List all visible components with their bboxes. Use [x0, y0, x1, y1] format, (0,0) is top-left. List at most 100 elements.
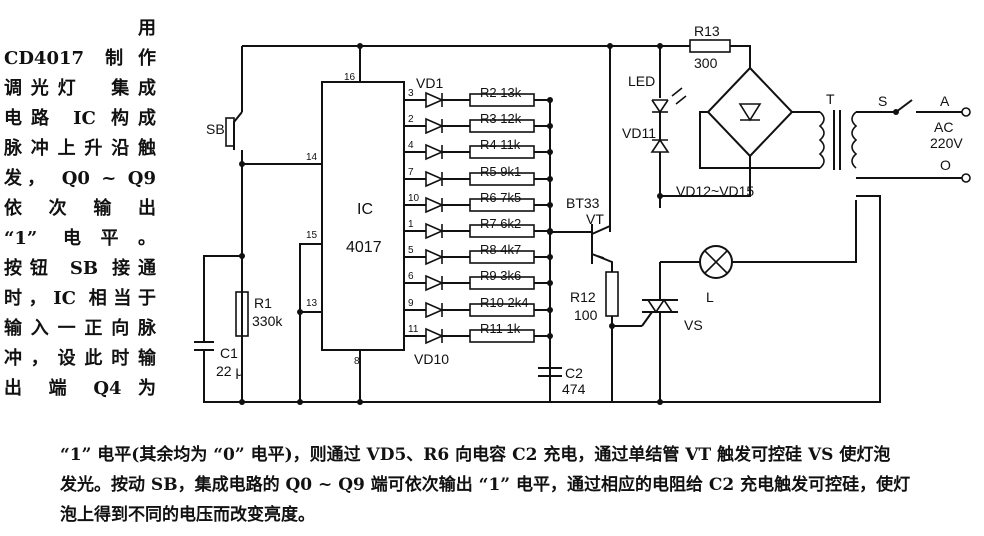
side-line: 冲，设此时输	[4, 348, 156, 369]
ac-type-label: AC	[934, 119, 953, 135]
bridge-rectifier-icon	[706, 66, 794, 158]
ic-pin15-label: 15	[306, 230, 318, 241]
ic-pin14-label: 14	[306, 152, 318, 163]
vd11-zener-icon	[650, 138, 670, 153]
junction-dot	[357, 43, 363, 49]
junction-dot	[239, 253, 245, 259]
c2-capacitor	[538, 367, 562, 377]
ic-body	[321, 81, 405, 351]
c2-value: 474	[562, 381, 586, 397]
diode-icon	[425, 170, 444, 188]
terminal-a-icon	[961, 107, 971, 117]
diode-icon	[425, 222, 444, 240]
diode-icon	[425, 274, 444, 292]
r1-value: 330k	[252, 313, 283, 329]
terminal-o-icon	[961, 173, 971, 183]
ic-pin16-label: 16	[344, 72, 356, 83]
sb-button-icon	[225, 117, 235, 147]
terminal-o-label: O	[940, 157, 951, 173]
side-description: 用 CD4017 制作 调光灯 集成 电路 IC 构成 脉冲上升沿触 发， Q0…	[4, 14, 156, 404]
side-line: 发， Q0 ~ Q9	[4, 168, 156, 189]
diode-icon	[425, 327, 444, 345]
ic-name: IC	[357, 201, 373, 218]
output-pin-label: 10	[408, 193, 420, 204]
r12-value: 100	[574, 307, 598, 323]
lamp-wire	[732, 200, 857, 263]
bottom-line: 泡上得到不同的电压而改变亮度。	[60, 505, 315, 525]
bridge-label: VD12~VD15	[676, 183, 754, 199]
switch-s-icon	[895, 99, 913, 113]
led-label: LED	[628, 73, 655, 89]
ic-pin8-label: 8	[354, 356, 360, 367]
output-pin-label: 11	[408, 324, 419, 335]
transformer-core	[833, 110, 841, 170]
side-line: 时，IC 相当于	[4, 288, 156, 309]
resistor-label: R8 4k7	[480, 242, 521, 257]
side-line: “1” 电平。	[4, 228, 156, 249]
output-pin-label: 4	[408, 140, 414, 151]
side-line: 用	[138, 18, 156, 39]
c1-label: C1	[220, 345, 238, 361]
vd1-label: VD1	[416, 75, 443, 91]
junction-dot	[357, 399, 363, 405]
pin15-wire	[299, 243, 322, 402]
top-rail-wire	[242, 45, 361, 82]
diode-icon	[425, 301, 444, 319]
output-pin-label: 1	[408, 219, 414, 230]
r13-wire	[730, 45, 751, 68]
led-icon	[651, 99, 669, 114]
junction-dot	[893, 109, 899, 115]
output-pin-label: 6	[408, 271, 414, 282]
output-pin-label: 2	[408, 114, 414, 125]
c1-capacitor	[194, 341, 214, 351]
c1-value: 22 μ	[216, 363, 244, 379]
c1-wire	[203, 255, 242, 342]
side-line: 脉冲上升沿触	[4, 138, 156, 159]
diode-icon	[425, 117, 444, 135]
ic-part: 4017	[346, 239, 382, 256]
c2-label: C2	[565, 365, 583, 381]
vd10-label: VD10	[414, 351, 449, 367]
terminal-a-label: A	[940, 93, 950, 109]
vt-part: BT33	[566, 195, 600, 211]
r13-label: R13	[694, 23, 720, 39]
vt-arrow-icon	[597, 255, 605, 259]
lamp-cross	[704, 250, 728, 274]
bridge-wire	[660, 156, 751, 197]
sb-contact	[233, 111, 243, 150]
resistor-label: R11 1k	[480, 321, 521, 336]
output-pin-label: 9	[408, 298, 414, 309]
ic-pin13-label: 13	[306, 298, 318, 309]
vt-name: VT	[586, 211, 604, 227]
vt-b2	[591, 214, 611, 235]
junction-dot	[297, 399, 303, 405]
output-pin-label: 7	[408, 167, 414, 178]
bottom-description: “1” 电平(其余均为 “0” 电平)，则通过 VD5、R6 向电容 C2 充电…	[60, 440, 970, 530]
vs-gate	[641, 311, 653, 327]
diode-icon	[425, 91, 444, 109]
resistor-label: R2 13k	[480, 85, 522, 100]
vs-label: VS	[684, 317, 703, 333]
r12-resistor	[605, 271, 619, 317]
r13-value: 300	[694, 55, 718, 71]
ground-rail-wire	[203, 350, 660, 403]
diode-icon	[425, 248, 444, 266]
led-branch-wire	[610, 45, 661, 98]
resistor-label: R4 11k	[480, 137, 521, 152]
bottom-line: “1” 电平(其余均为 “0” 电平)，则通过 VD5、R6 向电容 C2 充电…	[60, 445, 891, 465]
resistor-label: R7 6k2	[480, 216, 521, 231]
switch-s-label: S	[878, 93, 887, 109]
side-line: 电路 IC 构成	[4, 108, 156, 129]
led-light-icon	[671, 87, 687, 105]
side-line: CD4017 制作	[4, 48, 156, 69]
side-line: 出 端 Q4 为	[4, 378, 156, 399]
output-pin-label: 3	[408, 88, 414, 99]
ac-voltage-label: 220V	[930, 135, 963, 151]
transformer-secondary	[851, 111, 858, 169]
resistor-label: R6 7k5	[480, 190, 521, 205]
side-line: 依 次 输 出	[4, 198, 156, 219]
vd11-label: VD11	[622, 125, 656, 141]
bottom-line: 发光。按动 SB，集成电路的 Q0 ~ Q9 端可依次输出 “1” 电平，通过相…	[60, 475, 911, 495]
